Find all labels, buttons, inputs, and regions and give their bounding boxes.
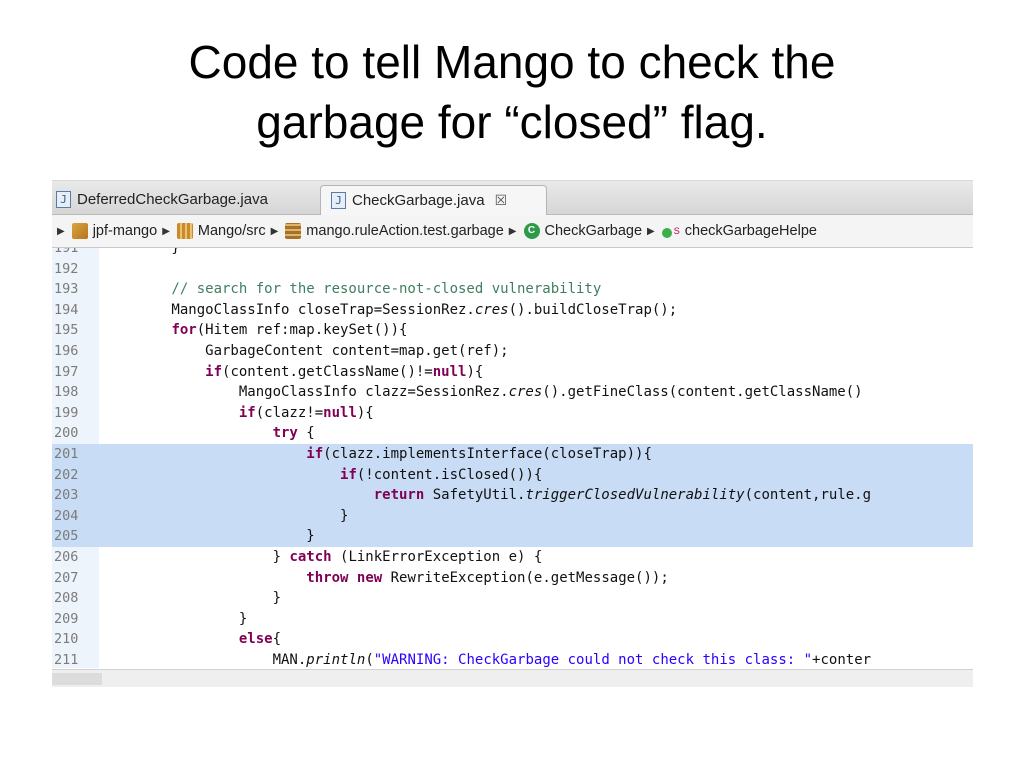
line-number: 208 xyxy=(54,590,79,607)
breadcrumb-arrow-icon[interactable]: ▶ xyxy=(162,225,170,237)
line-number: 197 xyxy=(54,363,79,380)
tab-label: CheckGarbage.java xyxy=(352,192,485,209)
eclipse-editor-screenshot: J DeferredCheckGarbage.java J CheckGarba… xyxy=(52,180,973,687)
code-line-192[interactable]: 192 xyxy=(52,259,973,280)
line-number: 209 xyxy=(54,610,79,627)
code-line-199[interactable]: 199 if(clazz!=null){ xyxy=(52,403,973,424)
breadcrumb-arrow-icon[interactable]: ▶ xyxy=(57,225,65,237)
code-text: MangoClassInfo closeTrap=SessionRez.cres… xyxy=(104,301,678,318)
code-text: } xyxy=(104,507,349,524)
code-line-193[interactable]: 193 // search for the resource-not-close… xyxy=(52,279,973,300)
code-text: MangoClassInfo clazz=SessionRez.cres().g… xyxy=(104,384,863,401)
line-number: 207 xyxy=(54,569,79,586)
line-number: 193 xyxy=(54,281,79,298)
code-line-210[interactable]: 210 else{ xyxy=(52,629,973,650)
horizontal-scrollbar[interactable] xyxy=(52,669,973,687)
code-line-197[interactable]: 197 if(content.getClassName()!=null){ xyxy=(52,362,973,383)
code-line-191[interactable]: 191 } xyxy=(52,248,973,259)
code-line-202[interactable]: 202 if(!content.isClosed()){ xyxy=(52,464,973,486)
code-text: if(content.getClassName()!=null){ xyxy=(205,363,484,380)
code-line-203[interactable]: 203 return SafetyUtil.triggerClosedVulne… xyxy=(52,485,973,506)
code-text: } catch (LinkErrorException e) { xyxy=(104,549,543,565)
static-marker: S xyxy=(673,226,680,236)
source-folder-icon xyxy=(176,223,193,239)
line-number: 202 xyxy=(54,466,79,483)
code-text: // search for the resource-not-closed vu… xyxy=(104,281,602,298)
tab-checkgarbage[interactable]: J CheckGarbage.java ☒ xyxy=(320,185,547,215)
code-line-195[interactable]: 195 for(Hitem ref:map.keySet()){ xyxy=(52,320,973,341)
code-line-208[interactable]: 208 } xyxy=(52,588,973,609)
method-icon xyxy=(661,228,672,238)
code-text: for(Hitem ref:map.keySet()){ xyxy=(171,322,408,339)
code-line-209[interactable]: 209 } xyxy=(52,609,973,630)
tab-deferredcheckgarbage[interactable]: J DeferredCheckGarbage.java xyxy=(52,185,310,214)
line-number: 205 xyxy=(54,528,79,545)
code-text: else{ xyxy=(238,631,282,648)
line-number: 204 xyxy=(54,507,79,524)
line-number: 210 xyxy=(54,631,79,648)
breadcrumb-label: CheckGarbage xyxy=(544,223,643,239)
breadcrumb-item-source-folder[interactable]: Mango/src xyxy=(176,223,266,239)
line-number: 203 xyxy=(54,487,79,504)
code-line-194[interactable]: 194 MangoClassInfo closeTrap=SessionRez.… xyxy=(52,300,973,321)
code-line-201[interactable]: 201 if(clazz.implementsInterface(closeTr… xyxy=(52,444,973,465)
code-text: } xyxy=(104,590,282,607)
java-file-icon: J xyxy=(331,192,346,209)
code-text: if(!content.isClosed()){ xyxy=(340,466,543,483)
code-line-211[interactable]: 211 MAN.println("WARNING: CheckGarbage c… xyxy=(52,650,973,668)
java-file-icon: J xyxy=(56,191,71,208)
breadcrumb-item-project[interactable]: jpf-mango xyxy=(71,223,158,239)
tab-label: DeferredCheckGarbage.java xyxy=(77,191,268,208)
slide-title: Code to tell Mango to check the garbage … xyxy=(0,32,1024,152)
breadcrumb: ▶ jpf-mango ▶ Mango/src ▶ mango.ruleActi… xyxy=(52,215,973,248)
code-line-196[interactable]: 196 GarbageContent content=map.get(ref); xyxy=(52,341,973,362)
breadcrumb-arrow-icon[interactable]: ▶ xyxy=(647,225,655,237)
project-icon xyxy=(71,223,88,239)
breadcrumb-label: mango.ruleAction.test.garbage xyxy=(306,223,504,239)
breadcrumb-arrow-icon[interactable]: ▶ xyxy=(508,225,517,237)
line-number: 194 xyxy=(54,301,79,318)
code-line-200[interactable]: 200 try { xyxy=(52,423,973,444)
code-text: } xyxy=(104,248,180,256)
line-number: 192 xyxy=(54,260,79,277)
line-number: 195 xyxy=(54,322,79,339)
code-text: if(clazz.implementsInterface(closeTrap))… xyxy=(306,446,652,462)
breadcrumb-item-package[interactable]: mango.ruleAction.test.garbage xyxy=(285,223,504,239)
class-icon: C xyxy=(523,223,540,239)
code-line-204[interactable]: 204 } xyxy=(52,505,973,527)
scrollbar-thumb[interactable] xyxy=(52,673,102,685)
breadcrumb-item-method[interactable]: S checkGarbageHelpe xyxy=(661,223,817,239)
code-text: GarbageContent content=map.get(ref); xyxy=(104,343,509,359)
line-number: 196 xyxy=(54,343,79,359)
code-text: throw new RewriteException(e.getMessage(… xyxy=(306,569,669,586)
breadcrumb-item-class[interactable]: C CheckGarbage xyxy=(523,223,643,239)
code-line-206[interactable]: 206 } catch (LinkErrorException e) { xyxy=(52,547,973,568)
code-text: } xyxy=(104,528,315,545)
code-line-205[interactable]: 205 } xyxy=(52,526,973,547)
package-icon xyxy=(285,223,302,239)
line-number: 198 xyxy=(54,384,79,401)
code-line-198[interactable]: 198 MangoClassInfo clazz=SessionRez.cres… xyxy=(52,382,973,403)
close-tab-icon[interactable]: ☒ xyxy=(494,192,508,208)
breadcrumb-label: Mango/src xyxy=(197,223,266,239)
code-text: try { xyxy=(272,425,315,442)
line-number: 206 xyxy=(54,549,79,565)
editor-tab-bar: J DeferredCheckGarbage.java J CheckGarba… xyxy=(52,181,973,215)
code-text: MAN.println("WARNING: CheckGarbage could… xyxy=(104,652,872,668)
line-number: 200 xyxy=(54,425,79,442)
code-text: } xyxy=(104,610,248,627)
slide-title-line-1: Code to tell Mango to check the xyxy=(188,36,836,88)
breadcrumb-label: checkGarbageHelpe xyxy=(684,223,817,239)
line-number: 201 xyxy=(54,446,79,462)
slide-title-line-2: garbage for “closed” flag. xyxy=(256,96,768,148)
breadcrumb-arrow-icon[interactable]: ▶ xyxy=(270,225,279,237)
line-number: 199 xyxy=(54,404,79,421)
line-number: 211 xyxy=(54,652,79,668)
code-line-207[interactable]: 207 throw new RewriteException(e.getMess… xyxy=(52,568,973,589)
line-number: 191 xyxy=(54,248,79,256)
code-text: if(clazz!=null){ xyxy=(238,404,374,421)
breadcrumb-label: jpf-mango xyxy=(92,223,158,239)
code-text: return SafetyUtil.triggerClosedVulnerabi… xyxy=(373,487,872,504)
